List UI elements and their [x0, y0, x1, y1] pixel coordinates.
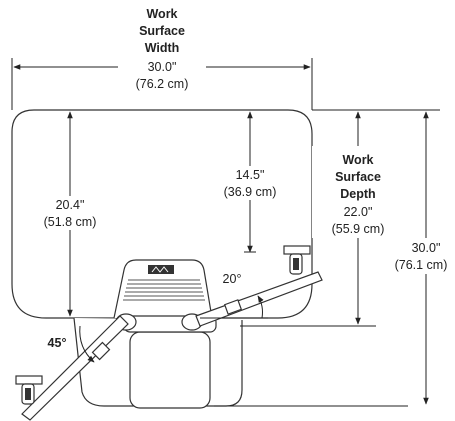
angle-45-label: 45°	[48, 336, 67, 350]
depth-title-line2: Surface	[335, 170, 381, 184]
depth-title-line3: Depth	[340, 187, 375, 201]
depth-value-in: 22.0"	[344, 205, 373, 219]
left-depth-in: 20.4"	[56, 198, 85, 212]
width-title-line3: Width	[145, 41, 180, 55]
width-title-line1: Work	[146, 7, 177, 21]
right-arm-clamp	[223, 299, 243, 315]
left-arm	[21, 315, 129, 421]
left-arm-clamp	[91, 341, 111, 361]
depth-value-cm: (55.9 cm)	[332, 222, 385, 236]
center-depth-cm: (36.9 cm)	[224, 185, 277, 199]
width-value-cm: (76.2 cm)	[136, 77, 189, 91]
angle-20-arc	[257, 295, 264, 319]
overall-depth-in: 30.0"	[412, 241, 441, 255]
monitor-vents	[123, 279, 205, 301]
angle-45-arc	[79, 325, 95, 363]
width-title-line2: Surface	[139, 24, 185, 38]
work-surface-outline	[11, 109, 313, 319]
angle-20-label: 20°	[223, 272, 242, 286]
center-depth-in: 14.5"	[236, 168, 265, 182]
left-caster	[15, 375, 43, 405]
width-value-in: 30.0"	[148, 60, 177, 74]
monitor-shroud	[113, 259, 213, 319]
depth-title-line1: Work	[342, 153, 373, 167]
monitor-logo-icon	[148, 265, 174, 274]
left-depth-cm: (51.8 cm)	[44, 215, 97, 229]
right-caster	[283, 245, 311, 275]
overall-depth-cm: (76.1 cm)	[395, 258, 448, 272]
seat	[129, 331, 211, 409]
